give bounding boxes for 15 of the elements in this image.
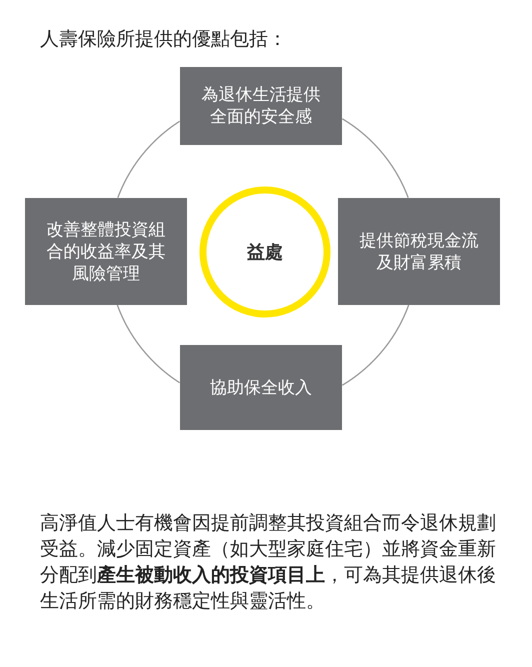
connector-arc (117, 120, 180, 198)
box-label: 改善整體投資組合的收益率及其風險管理 (46, 218, 166, 284)
connector-arc (116, 304, 180, 384)
benefit-box (25, 198, 187, 305)
connector-arc (342, 304, 410, 386)
title: 人壽保險所提供的優點包括： (40, 27, 287, 52)
box-label: 協助保全收入 (210, 376, 312, 398)
box-label: 提供節稅現金流及財富累積 (358, 230, 480, 274)
benefit-box (180, 67, 342, 145)
paragraph: 高淨值人士有機會因提前調整其投資組合而令退休規劃受益。減少固定資產（如大型家庭住宅）並將資金重新分配到產生被動收入的投資項目上，可為其提供退休後生活所需的財務穩定性與靈活性。 (40, 511, 497, 614)
benefit-box (338, 198, 500, 305)
box-label: 為退休生活提供全面的安全感 (200, 84, 322, 128)
connector-arc (342, 118, 409, 198)
benefit-box (180, 345, 342, 430)
center-label: 益處 (247, 241, 283, 264)
